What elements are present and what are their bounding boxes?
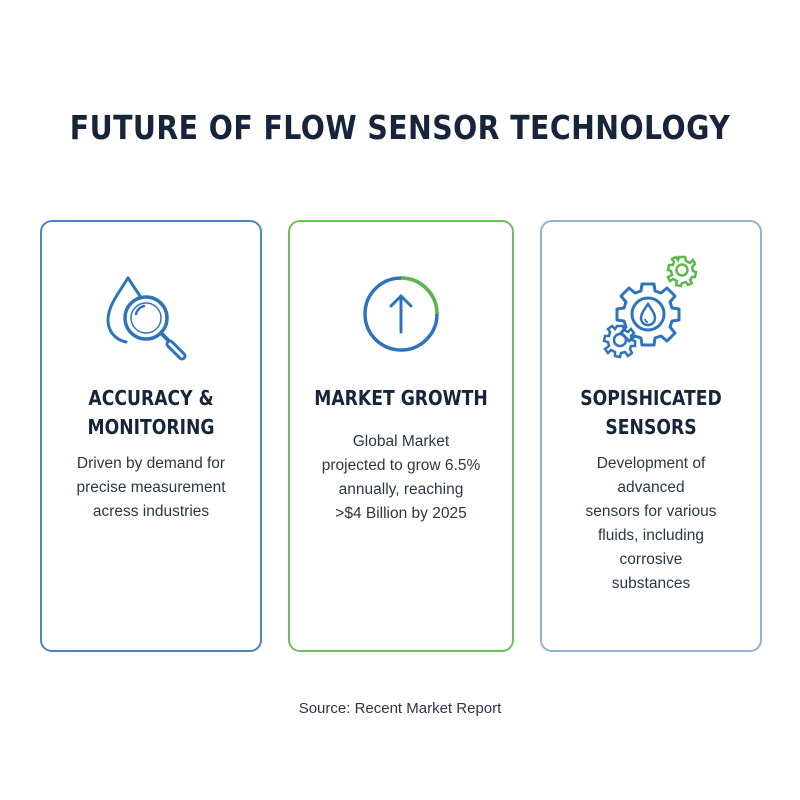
card-description: Global Market projected to grow 6.5% ann… xyxy=(321,433,481,522)
card-description: Driven by demand for precise measurement… xyxy=(76,455,226,520)
card-heading: SOPISHICATED SENSORS xyxy=(580,386,722,439)
source-note: Source: Recent Market Report xyxy=(298,700,502,717)
card-accuracy-monitoring: ACCURACY & MONITORING Driven by demand f… xyxy=(40,220,262,652)
card-market-growth: MARKET GROWTH Global Market projected to… xyxy=(288,220,514,652)
card-heading: MARKET GROWTH xyxy=(314,386,488,410)
card-description: Development of advanced sensors for vari… xyxy=(585,455,717,592)
page-title: FUTURE OF FLOW SENSOR TECHNOLOGY xyxy=(69,108,731,147)
arrow-up-circle-icon xyxy=(363,276,439,352)
card-heading: ACCURACY & MONITORING xyxy=(87,386,215,439)
gears-droplet-icon xyxy=(602,255,698,359)
droplet-magnifier-icon xyxy=(106,276,187,361)
card-sophisticated-sensors: SOPISHICATED SENSORS Development of adva… xyxy=(540,220,762,652)
